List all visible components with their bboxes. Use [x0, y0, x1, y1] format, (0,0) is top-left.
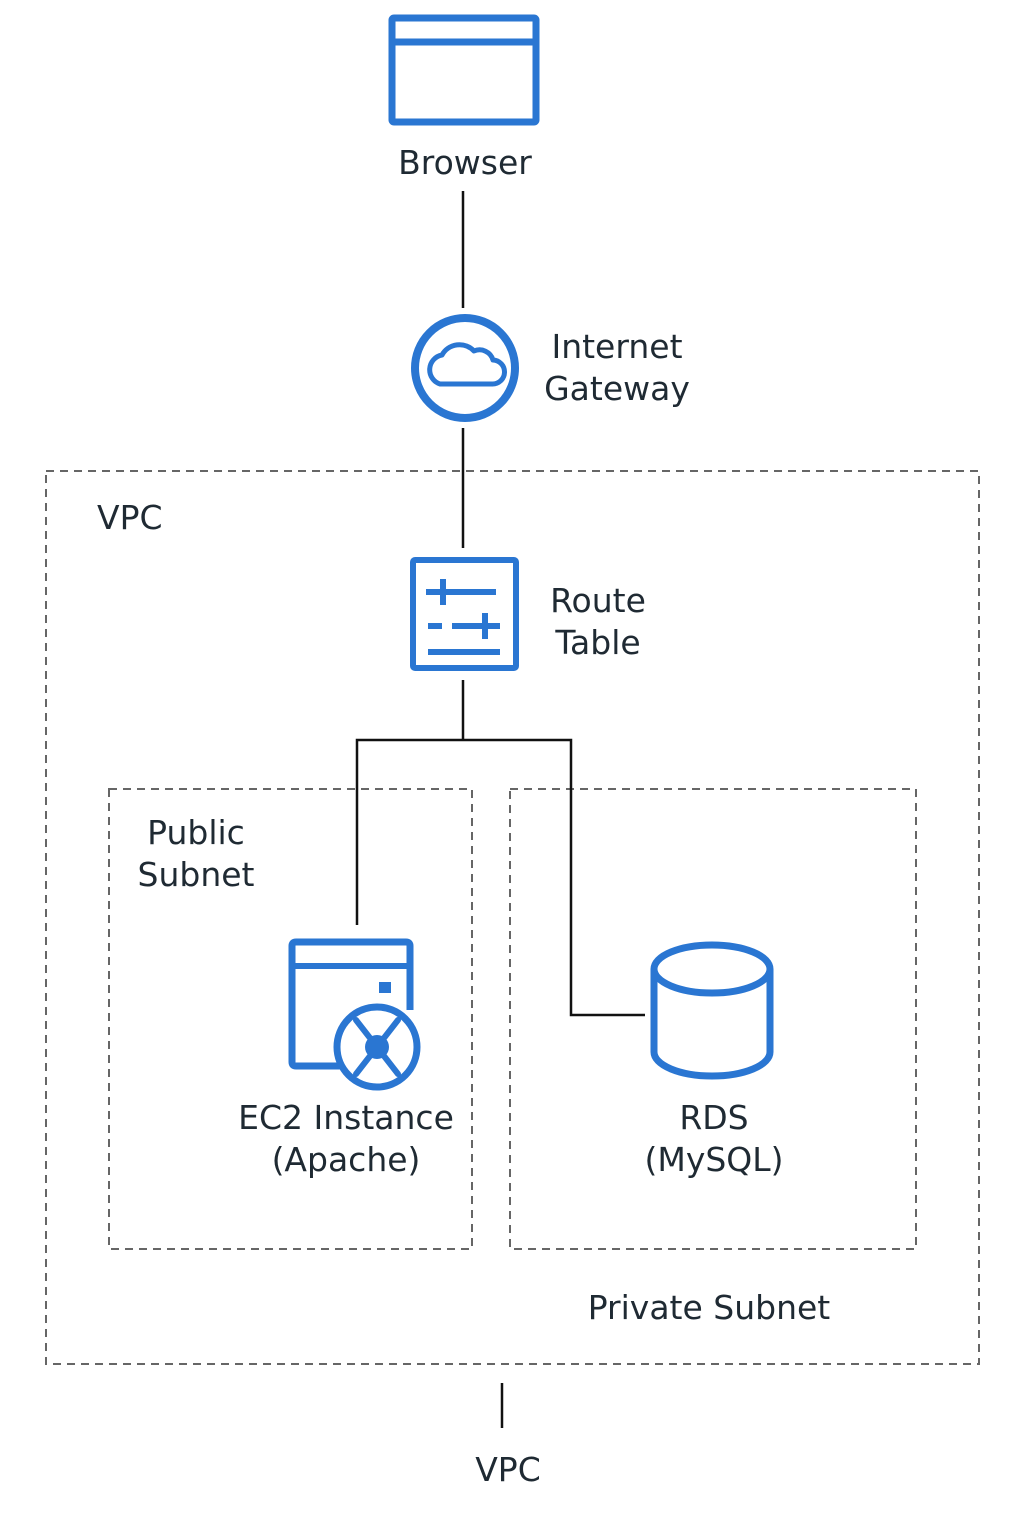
- connector-routetable-ec2: [355, 738, 463, 925]
- public-subnet-label-line1: Public: [147, 813, 245, 852]
- vpc-boundary: [45, 470, 980, 1365]
- public-subnet-boundary: [108, 788, 473, 1250]
- internet-gateway-label-line1: Internet: [551, 327, 683, 366]
- public-subnet-label: Public Subnet: [130, 812, 262, 896]
- database-icon: [650, 941, 774, 1080]
- vpc-label-text: VPC: [97, 498, 163, 537]
- public-subnet-label-line2: Subnet: [137, 855, 255, 894]
- private-subnet-label: Private Subnet: [570, 1287, 848, 1329]
- internet-gateway-label-line2: Gateway: [544, 369, 690, 408]
- rds-label-line2: (MySQL): [644, 1140, 784, 1179]
- footer-vpc-label-text: VPC: [475, 1450, 541, 1489]
- rds-label: RDS (MySQL): [630, 1097, 798, 1181]
- connector-routetable-rds: [463, 738, 645, 1017]
- route-table-label-line2: Table: [555, 623, 641, 662]
- vpc-label: VPC: [97, 497, 163, 539]
- ec2-label-line1: EC2 Instance: [238, 1098, 454, 1137]
- private-subnet-boundary: [509, 788, 917, 1250]
- browser-window-icon: [388, 14, 540, 126]
- route-table-icon: [410, 557, 519, 671]
- internet-gateway-label: Internet Gateway: [536, 326, 698, 410]
- rds-label-line1: RDS: [679, 1098, 749, 1137]
- route-table-label: Route Table: [536, 580, 660, 664]
- cloud-gateway-icon: [411, 314, 519, 422]
- footer-vpc-label: VPC: [452, 1449, 564, 1491]
- ec2-instance-icon: [288, 938, 421, 1091]
- route-table-label-line1: Route: [550, 581, 646, 620]
- private-subnet-label-text: Private Subnet: [587, 1288, 831, 1327]
- ec2-label-line2: (Apache): [271, 1140, 421, 1179]
- browser-label: Browser: [383, 142, 547, 184]
- browser-label-text: Browser: [398, 143, 532, 182]
- connectors: [355, 191, 645, 1428]
- ec2-label: EC2 Instance (Apache): [228, 1097, 464, 1181]
